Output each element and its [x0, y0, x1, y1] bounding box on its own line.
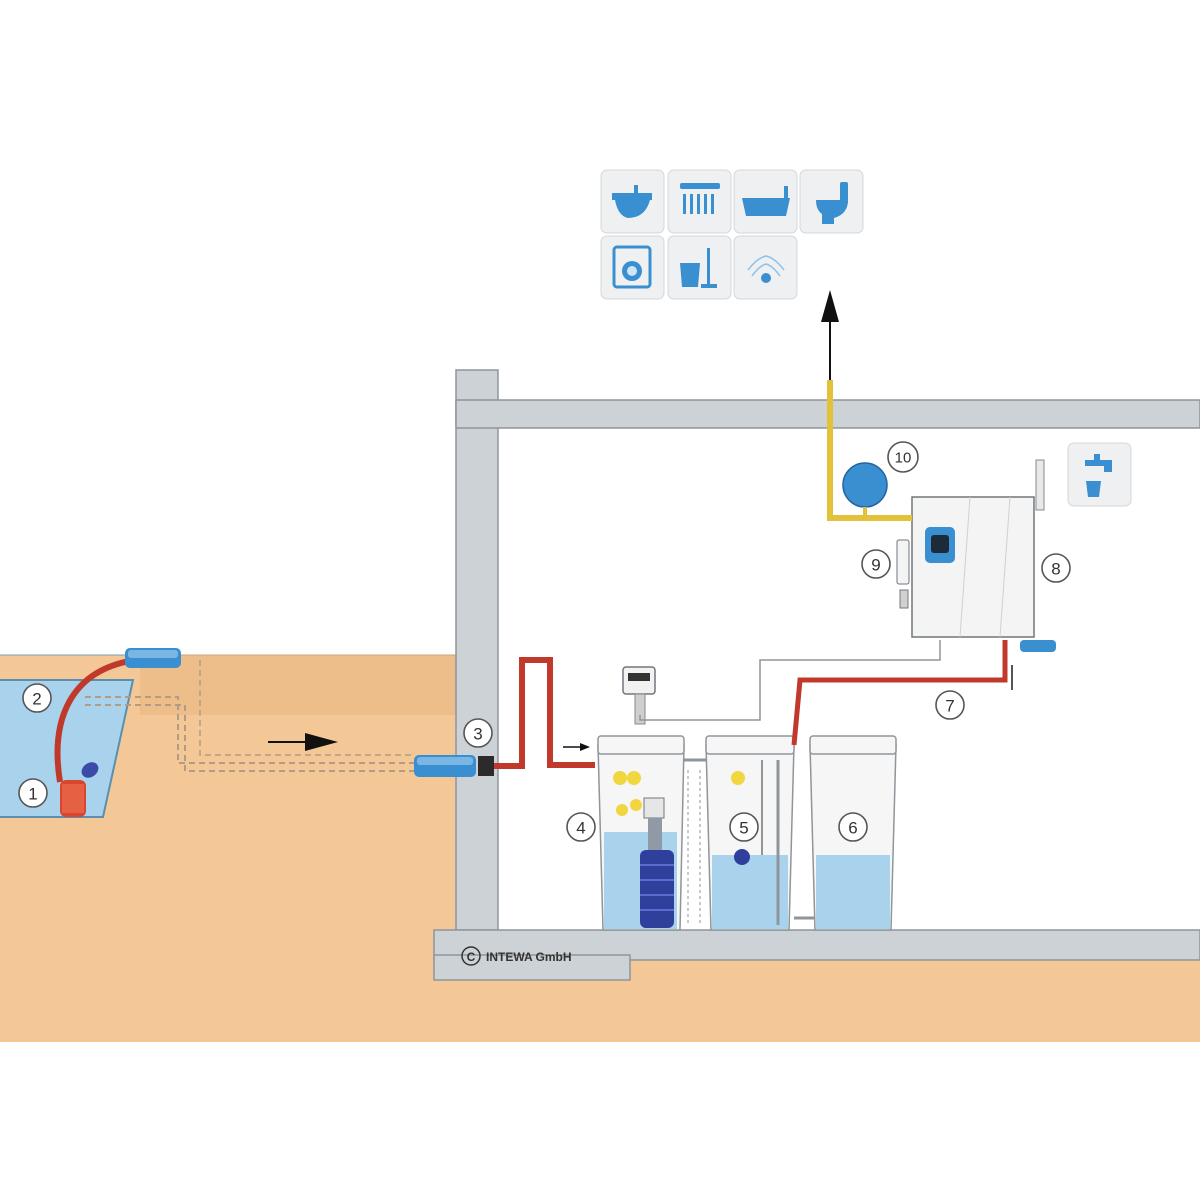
callout-10-label: 10	[895, 450, 912, 467]
cleaning-bucket-mop-icon	[667, 235, 732, 300]
copyright-text: INTEWA GmbH	[486, 950, 572, 964]
callout-8: 8	[1041, 553, 1071, 583]
washbasin-icon	[600, 169, 665, 234]
washing-machine-icon	[600, 235, 665, 300]
tank-connectors	[684, 758, 815, 925]
callout-7: 7	[935, 690, 965, 720]
callout-3: 3	[463, 718, 493, 748]
callout-2: 2	[22, 683, 52, 713]
copyright-icon	[461, 946, 481, 966]
flow-arrow	[268, 733, 338, 751]
callout-6: 6	[838, 812, 868, 842]
callout-10: 10	[887, 441, 919, 473]
callout-2-label: 2	[32, 690, 41, 709]
supply-arrow	[821, 290, 839, 380]
toilet-icon	[799, 169, 864, 234]
control-unit-8	[911, 459, 1056, 690]
callout-1: 1	[18, 778, 48, 808]
callout-9: 9	[861, 549, 891, 579]
pressure-vessel-10	[827, 380, 912, 521]
copyright-notice: C INTEWA GmbH	[461, 946, 572, 966]
buried-pipe	[85, 660, 415, 772]
callout-5: 5	[729, 812, 759, 842]
callout-8-label: 8	[1051, 560, 1060, 579]
callout-3-label: 3	[473, 725, 482, 744]
bathtub-icon	[733, 169, 798, 234]
callout-4-label: 4	[576, 819, 585, 838]
callout-4: 4	[566, 812, 596, 842]
soil	[0, 654, 1200, 1042]
filter-9	[896, 539, 910, 609]
callout-9-label: 9	[871, 556, 880, 575]
wall-sleeve-and-inlet-pipe	[414, 657, 595, 777]
tank-4-pump-module	[597, 666, 685, 931]
callout-5-label: 5	[739, 819, 748, 838]
floating-suction-filter	[54, 648, 181, 817]
callout-7-label: 7	[945, 697, 954, 716]
shower-icon	[667, 169, 732, 234]
garden-sprinkler-icon	[733, 235, 798, 300]
callout-6-label: 6	[848, 819, 857, 838]
svg-text:C: C	[467, 950, 476, 964]
callout-1-label: 1	[28, 785, 37, 804]
tap-and-cup-icon	[1067, 442, 1132, 507]
usage-icons-grid	[600, 169, 864, 300]
pressure-line-7	[639, 640, 1008, 746]
